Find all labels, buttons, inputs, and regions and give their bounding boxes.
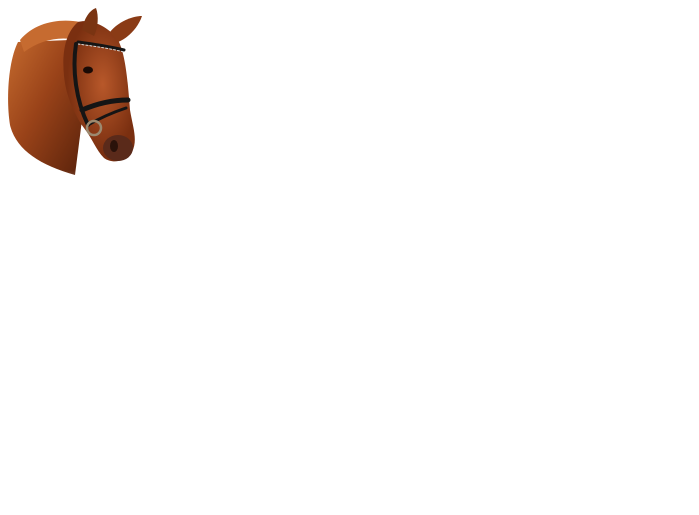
horse-ear-right bbox=[110, 16, 142, 42]
horse-head-illustration bbox=[0, 8, 150, 225]
horse-eye bbox=[83, 66, 93, 74]
horse-mane bbox=[20, 20, 80, 52]
bridle bbox=[72, 40, 131, 127]
bit-ring bbox=[85, 119, 103, 137]
horse-nostril bbox=[110, 140, 118, 152]
horse-neck bbox=[8, 40, 82, 175]
horse-ear-left bbox=[82, 8, 98, 36]
horse-muzzle bbox=[103, 135, 133, 161]
horse-head-photo bbox=[0, 0, 150, 225]
horse-head bbox=[63, 21, 135, 162]
